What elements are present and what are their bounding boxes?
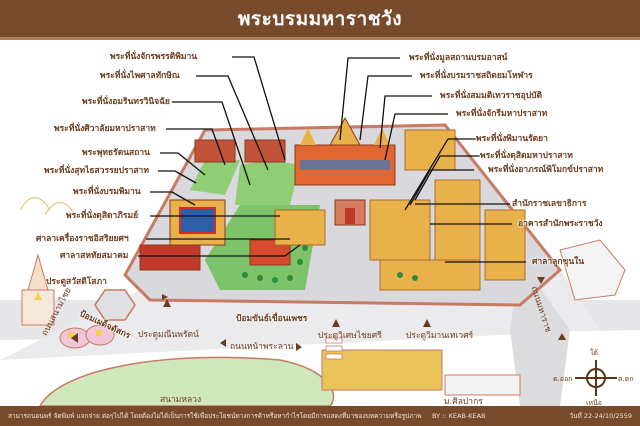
compass-west: ต.ตก xyxy=(618,375,634,383)
map-illustration xyxy=(0,56,640,406)
footer-date: วันที่ 22-24/10/2559 xyxy=(569,412,632,420)
label-sutthaisawan-prasat: พระที่นั่งสุทไธสวรรยปราสาท xyxy=(44,166,149,176)
gate-wimanthewet: ประตูวิมานเทเวศร์ xyxy=(406,331,474,341)
footer-credit: BY :: KEAB-KEAB xyxy=(432,412,486,420)
gate-sawatdisopha: ประตูสวัสดิโสภา xyxy=(46,277,107,287)
palace-map: พระที่นั่งจักรพรรดิพิมาน พระที่นั่งไพศาล… xyxy=(0,43,640,406)
label-amarin-winitchai: พระที่นั่งอมรินทรวินิจฉัย xyxy=(82,97,170,107)
label-dusit-maha-prasat: พระที่นั่งดุสิตมหาปราสาท xyxy=(480,151,573,161)
gate-wisetchaisri: ประตูวิเศษไชยศรี xyxy=(318,331,382,341)
label-sala-khrueang-rat: ศาลาเครื่องราชอิสริยยศฯ xyxy=(36,234,129,244)
footer-license-note: สามารถนอนพร์ จัดพิมพ์ แจกจ่าย ต่อๆไปได้ … xyxy=(8,412,422,420)
place-silpakorn-university: ม.ศิลปากร xyxy=(444,397,483,406)
place-sanam-luang: สนามหลวง xyxy=(160,395,202,405)
label-sala-luk-khun-nai: ศาลาลูกขุนใน xyxy=(532,257,585,267)
label-chakraphat-phiman: พระที่นั่งจักรพรรดิพิมาน xyxy=(110,52,198,62)
compass-north: เหนือ xyxy=(586,399,602,406)
label-phiman-ratsaya: พระที่นั่งพิมานรัตยา xyxy=(476,134,548,144)
label-chakri-maha-prasat: พระที่นั่งจักรีมหาปราสาท xyxy=(456,109,548,119)
fort-khan-khuean-phet: ป้อมขันธ์เขื่อนเพชร xyxy=(236,314,308,324)
footer-bar: สามารถนอนพร์ จัดพิมพ์ แจกจ่าย ต่อๆไปได้ … xyxy=(0,406,640,426)
label-mun-sathan-borom-at: พระที่นั่งมูลสถานบรมอาสน์ xyxy=(409,53,508,63)
label-secretariat-office: สำนักราชเลขาธิการ xyxy=(512,199,587,209)
label-siwalai-maha-prasat: พระที่นั่งศิวาลัยมหาปราสาท xyxy=(54,124,156,134)
label-sommuttithewarat: พระที่นั่งสมมติเทวราชอุปบัติ xyxy=(440,91,543,101)
label-boromrat-sathit: พระที่นั่งบรมราชสถิตยมโหฬาร xyxy=(420,71,533,81)
label-phuttharattanasathan: พระพุทธรัตนสถาน xyxy=(82,148,150,158)
gate-maneenoppharat: ประตูมณีนพรัตน์ xyxy=(138,330,199,340)
compass-east: ต.ออก xyxy=(553,375,573,383)
road-na-phra-lan: ถนนหน้าพระลาน xyxy=(230,342,294,352)
label-bureau-royal-household: อาคารสำนักพระราชวัง xyxy=(518,219,603,229)
compass-south: ใต้ xyxy=(590,349,598,357)
title-banner: พระบรมมหาราชวัง xyxy=(0,0,640,40)
label-aphorn-phimok-prasat: พระที่นั่งอาภรณ์พิโมกข์ปราสาท xyxy=(488,165,604,175)
label-borom-phiman: พระที่นั่งบรมพิมาน xyxy=(73,187,141,197)
page-title: พระบรมมหาราชวัง xyxy=(237,7,403,30)
label-sala-sahathai-samakhom: ศาลาสหทัยสมาคม xyxy=(60,251,129,261)
label-dusidaphirom: พระที่นั่งดุสิดาภิรมย์ xyxy=(66,211,139,221)
label-phaisan-thaksin: พระที่นั่งไพศาลทักษิณ xyxy=(100,71,180,81)
